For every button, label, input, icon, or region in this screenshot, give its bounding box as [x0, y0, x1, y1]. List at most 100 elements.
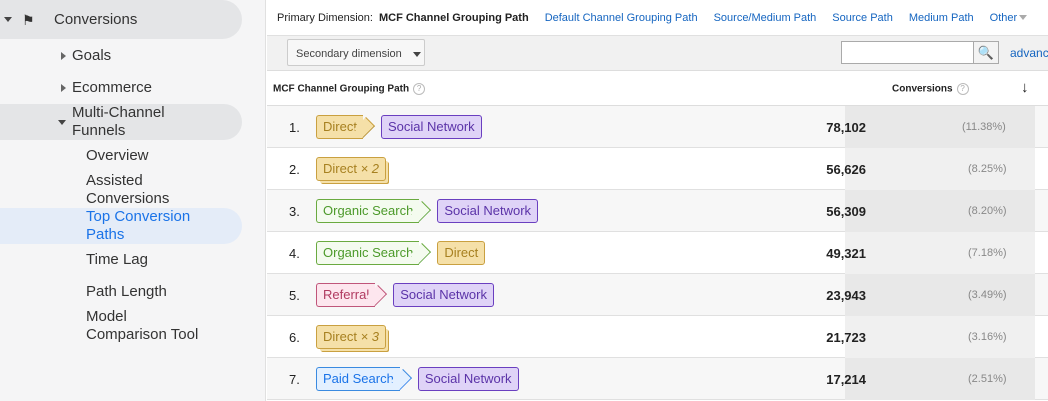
help-icon[interactable]: ?	[956, 83, 969, 95]
channel-label: Referral	[323, 287, 370, 302]
table-row: 6. Direct × 3 21,723 (3.16%)	[267, 316, 1048, 358]
row-number: 6.	[289, 330, 300, 345]
sidebar-item-time-lag[interactable]: Time Lag	[86, 251, 148, 268]
conversions-value: 78,102	[826, 120, 866, 135]
channel-label: Direct	[323, 329, 357, 344]
channel-chip-social: Social Network	[380, 115, 482, 139]
row-number: 3.	[289, 204, 300, 219]
sidebar-item-assisted-conversions[interactable]: Assisted Conversions	[86, 172, 170, 207]
sorted-column-cell	[845, 274, 1035, 316]
toolbar: Secondary dimension 🔍 advanc	[267, 36, 1048, 71]
conversion-path: Direct × 2	[316, 157, 394, 181]
tab-mcf-channel-grouping-path[interactable]: MCF Channel Grouping Path	[378, 11, 529, 24]
table-row: 2. Direct × 2 56,626 (8.25%)	[267, 148, 1048, 190]
column-header-conversions-label: Conversions	[892, 83, 953, 95]
conversions-percent: (11.38%)	[962, 121, 1006, 133]
channel-label: Social Network	[424, 371, 512, 386]
caret-right-icon	[61, 84, 66, 92]
table-row: 1. Direct Social Network 78,102 (11.38%)	[267, 106, 1048, 148]
sorted-column-cell	[845, 148, 1035, 190]
tab-other[interactable]: Other	[989, 11, 1018, 24]
caret-down-icon	[58, 120, 66, 125]
row-number: 1.	[289, 120, 300, 135]
repeat-count: × 3	[360, 329, 380, 344]
row-number: 4.	[289, 246, 300, 261]
sidebar-label-conversions[interactable]: Conversions	[54, 11, 138, 28]
sidebar-label-mcf[interactable]: Multi-Channel Funnels	[72, 104, 165, 139]
conversion-path: Organic Search Social Network	[316, 199, 546, 223]
sidebar-item-path-length[interactable]: Path Length	[86, 283, 167, 300]
secondary-dimension-label: Secondary dimension	[296, 48, 402, 60]
column-header-path[interactable]: MCF Channel Grouping Path?	[273, 83, 426, 95]
sort-descending-icon[interactable]: ↓	[1021, 79, 1029, 96]
search-input[interactable]	[841, 41, 974, 64]
sidebar-item-overview[interactable]: Overview	[86, 147, 149, 164]
column-header-path-label: MCF Channel Grouping Path	[273, 83, 410, 95]
channel-chip-social: Social Network	[417, 367, 519, 391]
sidebar-item-goals[interactable]: Goals	[72, 47, 112, 64]
main-panel: Primary Dimension: MCF Channel Grouping …	[267, 0, 1048, 401]
conversions-value: 56,309	[826, 204, 866, 219]
sidebar-item-model-comparison[interactable]: Model Comparison Tool	[86, 308, 199, 343]
tab-default-channel-grouping-path[interactable]: Default Channel Grouping Path	[544, 11, 698, 24]
channel-label: Direct	[444, 245, 479, 260]
caret-down-icon	[412, 51, 421, 57]
tab-source-medium-path[interactable]: Source/Medium Path	[713, 11, 817, 24]
channel-label: Organic Search	[323, 203, 414, 218]
sidebar-item-top-conversion-paths[interactable]	[0, 208, 242, 244]
help-icon[interactable]: ?	[413, 83, 426, 95]
search-button[interactable]: 🔍	[973, 41, 999, 64]
flag-icon: ⚑	[22, 12, 35, 28]
conversion-path: Organic Search Direct	[316, 241, 493, 265]
conversions-percent: (8.20%)	[968, 205, 1007, 217]
caret-down-icon	[1019, 15, 1028, 20]
sidebar: ⚑ Conversions Goals Ecommerce Multi-Chan…	[0, 0, 266, 401]
sidebar-item-ecommerce[interactable]: Ecommerce	[72, 79, 153, 96]
conversions-value: 23,943	[826, 288, 866, 303]
channel-chip-social: Social Network	[437, 199, 539, 223]
secondary-dimension-dropdown[interactable]: Secondary dimension	[287, 39, 425, 66]
channel-chip-direct: Direct	[316, 115, 363, 139]
channel-label: Direct	[323, 161, 357, 176]
row-number: 2.	[289, 162, 300, 177]
channel-chip-organic: Organic Search	[316, 241, 420, 265]
table-row: 5. Referral Social Network 23,943 (3.49%)	[267, 274, 1048, 316]
advanced-link[interactable]: advanc	[1010, 46, 1048, 60]
repeat-count: × 2	[360, 161, 380, 176]
sorted-column-cell	[845, 190, 1035, 232]
conversion-path: Paid Search Social Network	[316, 367, 527, 391]
channel-label: Paid Search	[323, 371, 394, 386]
sidebar-item-mcf[interactable]	[0, 104, 242, 140]
table-row: 4. Organic Search Direct 49,321 (7.18%)	[267, 232, 1048, 274]
conversions-percent: (3.49%)	[968, 289, 1007, 301]
tab-source-path[interactable]: Source Path	[832, 11, 893, 24]
sidebar-label-top-conversion-paths[interactable]: Top Conversion Paths	[86, 208, 191, 243]
conversions-value: 49,321	[826, 246, 866, 261]
conversions-percent: (7.18%)	[968, 247, 1007, 259]
channel-chip-social: Social Network	[393, 283, 494, 307]
channel-label: Organic Search	[323, 245, 414, 260]
search-icon: 🔍	[977, 45, 995, 60]
caret-down-icon	[4, 17, 12, 22]
conversions-value: 17,214	[826, 372, 866, 387]
channel-chip-paid: Paid Search	[316, 367, 400, 391]
conversions-percent: (8.25%)	[968, 163, 1007, 175]
sidebar-item-conversions[interactable]	[0, 0, 242, 39]
channel-label: Social Network	[444, 203, 532, 218]
channel-label: Direct	[323, 119, 357, 134]
tab-medium-path[interactable]: Medium Path	[908, 11, 974, 24]
sorted-column-cell	[845, 232, 1035, 274]
conversion-path: Referral Social Network	[316, 283, 502, 307]
row-number: 5.	[289, 288, 300, 303]
channel-chip-referral: Referral	[316, 283, 376, 307]
channel-chip-direct: Direct × 2	[316, 157, 387, 181]
sorted-column-cell	[845, 316, 1035, 358]
column-header-conversions[interactable]: Conversions?	[892, 83, 969, 95]
conversions-percent: (3.16%)	[968, 331, 1007, 343]
conversion-path: Direct Social Network	[316, 115, 490, 139]
channel-chip-organic: Organic Search	[316, 199, 420, 223]
conversions-percent: (2.51%)	[968, 373, 1007, 385]
conversion-path: Direct × 3	[316, 325, 394, 349]
primary-dimension-tabs: Primary Dimension: MCF Channel Grouping …	[267, 0, 1048, 36]
